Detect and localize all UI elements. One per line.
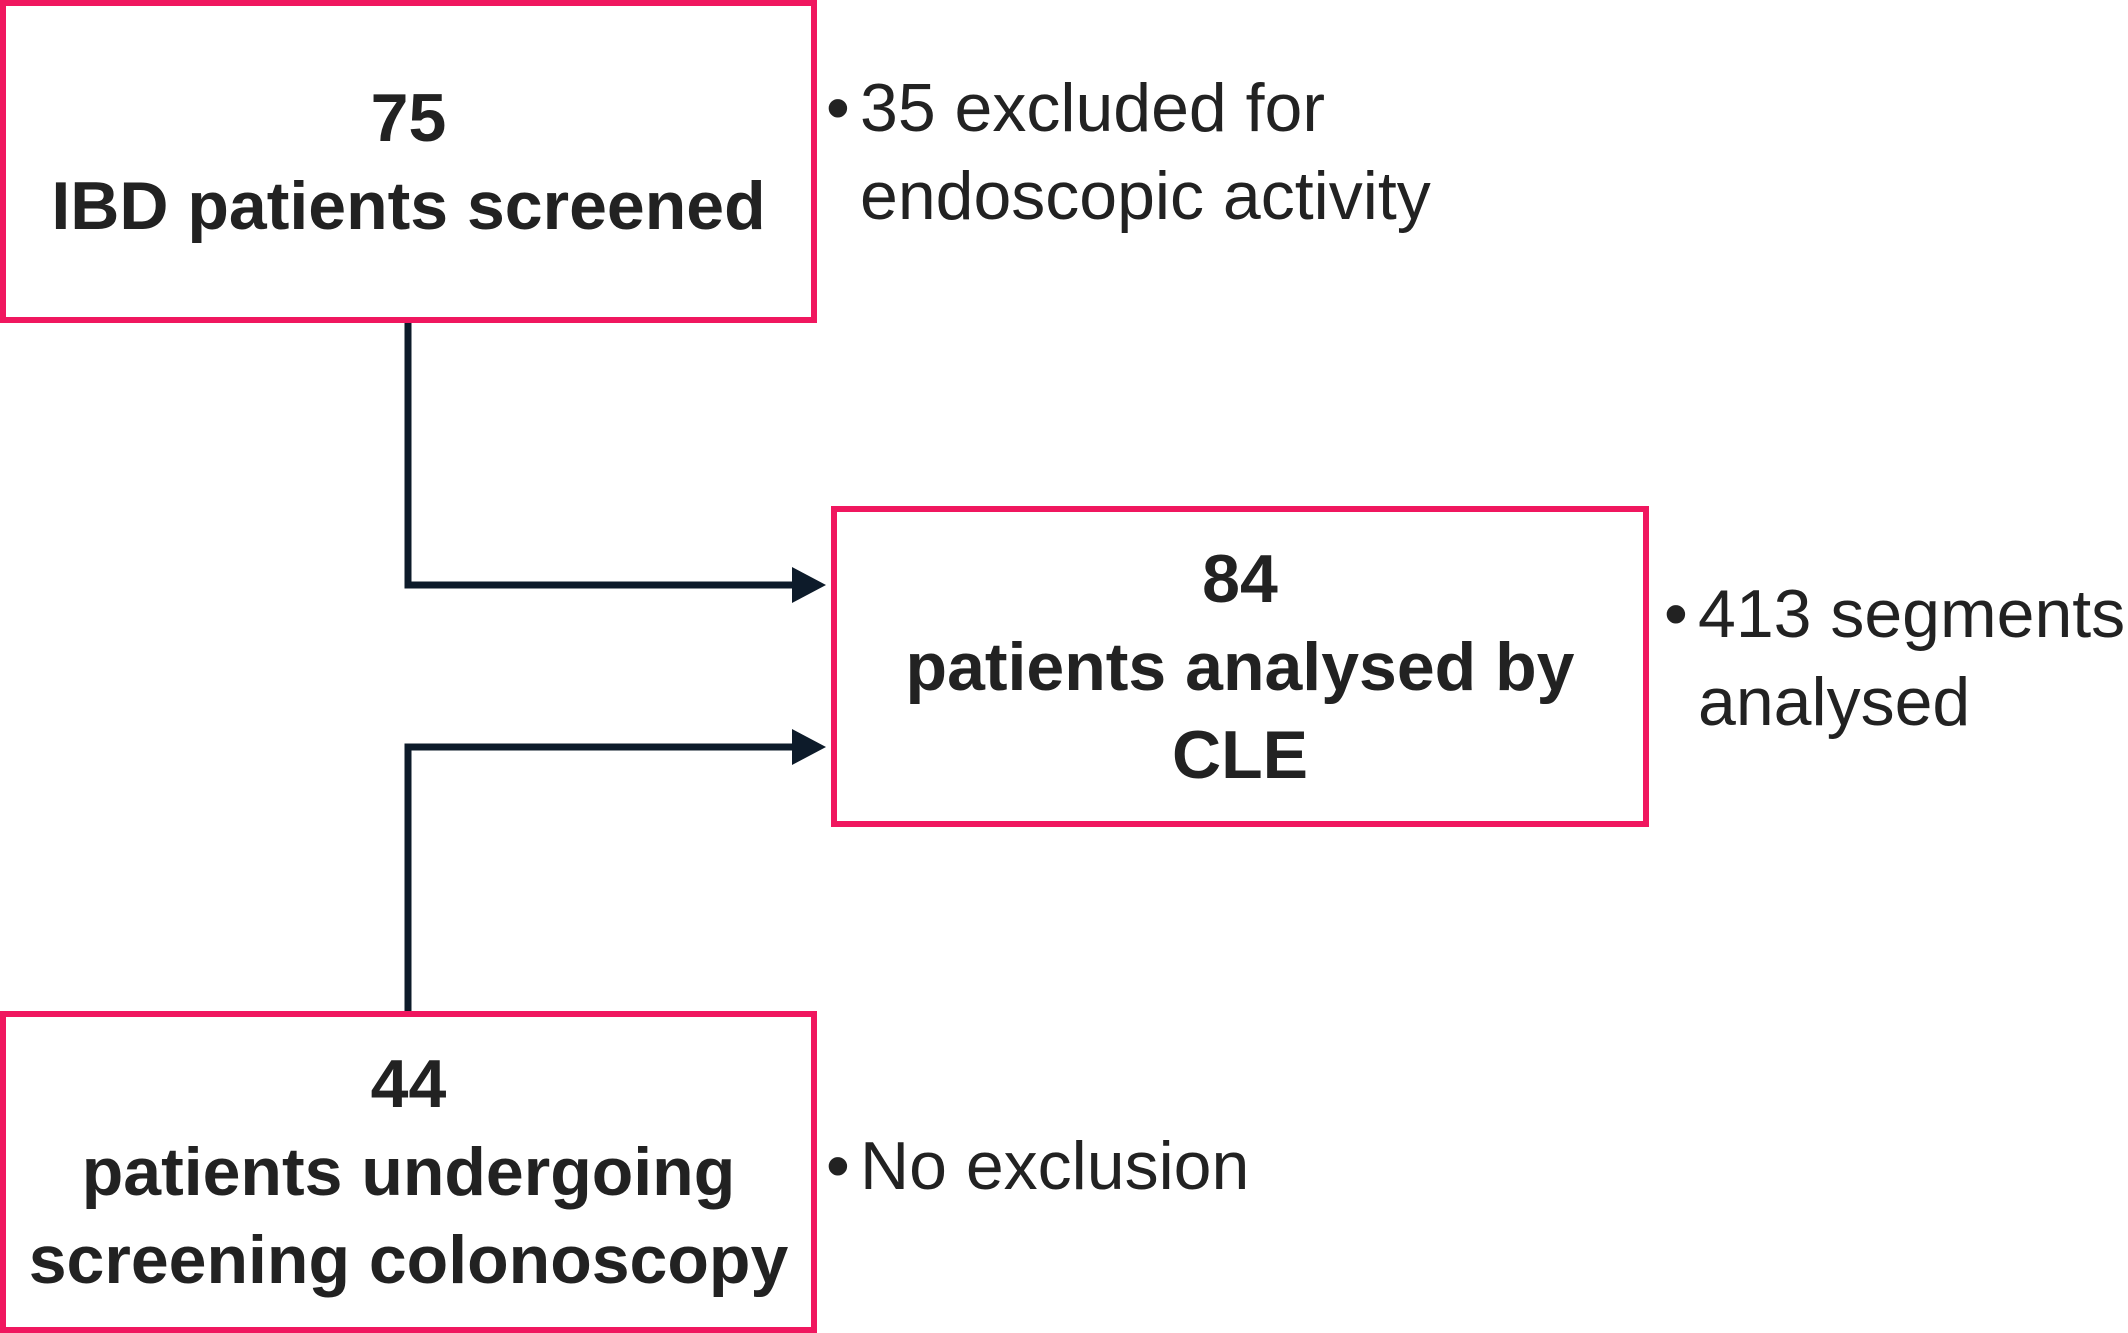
bullet-icon: • (826, 1128, 850, 1204)
bullet-icon: • (1664, 576, 1688, 652)
note-screening-exclusions: •No exclusion (826, 1122, 1249, 1210)
box-ibd-patients-screened: 75 IBD patients screened (0, 0, 817, 323)
box-screening-label-line1: patients undergoing (81, 1134, 736, 1210)
arrowhead-screening-to-analysed (792, 729, 826, 765)
box-analysed-label-line2: CLE (1172, 716, 1308, 793)
box-screening-label-line2: screening colonoscopy (28, 1222, 789, 1298)
note-analysed-line2: analysed (1698, 664, 1971, 740)
note-analysed-line1: 413 segments (1698, 576, 2126, 652)
box-screening-count: 44 (370, 1046, 447, 1122)
note-screening-line1: No exclusion (860, 1128, 1250, 1204)
note-screened-exclusions: •35 excluded for endoscopic activity (826, 64, 1431, 240)
box-screened-label: IBD patients screened (51, 167, 766, 244)
note-screened-line1: 35 excluded for (860, 70, 1325, 146)
arrowhead-screened-to-analysed (792, 567, 826, 603)
box-patients-undergoing-screening: 44 patients undergoing screening colonos… (0, 1011, 817, 1333)
box-analysed-label-line1: patients analysed by (905, 628, 1575, 705)
box-screened-count: 75 (370, 79, 447, 156)
connector-screened-to-analysed (404, 323, 793, 589)
box-patients-analysed-by-cle: 84 patients analysed by CLE (831, 506, 1649, 827)
box-analysed-count: 84 (1202, 540, 1278, 617)
connector-screening-to-analysed (404, 743, 793, 1011)
note-screened-line2: endoscopic activity (860, 158, 1431, 234)
note-analysed-segments: •413 segments analysed (1664, 570, 2125, 746)
bullet-icon: • (826, 70, 850, 146)
